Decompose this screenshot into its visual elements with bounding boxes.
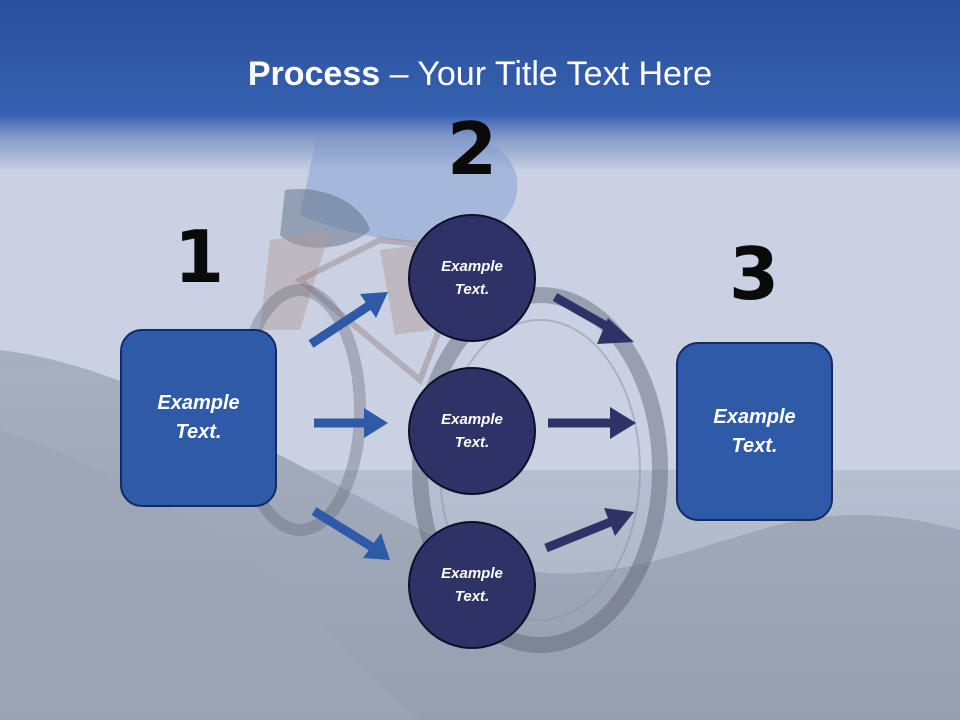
step-1-box: Example Text.: [120, 329, 277, 507]
circle-middle-text: Example Text.: [441, 411, 503, 451]
step-2-circle-bottom: Example Text.: [408, 521, 536, 649]
arrow-1-to-middle: [314, 408, 388, 438]
step-2-circle-middle: Example Text.: [408, 367, 536, 495]
header-band: [0, 0, 960, 170]
arrow-bottom-to-3: [544, 508, 634, 553]
arrow-top-to-3: [552, 293, 634, 344]
circle-top-text: Example Text.: [441, 258, 503, 298]
arrow-1-to-bottom: [311, 507, 390, 560]
step-number-3: 3: [728, 232, 780, 316]
arrow-1-to-top: [308, 292, 388, 348]
step-number-2: 2: [446, 107, 498, 191]
title-bold: Process: [247, 55, 381, 93]
title-rest: – Your Title Text Here: [380, 55, 713, 93]
circle-bottom-text: Example Text.: [441, 565, 503, 605]
step-2-circle-top: Example Text.: [408, 214, 536, 342]
step-1-text: Example Text.: [157, 392, 240, 443]
arrow-middle-to-3: [548, 407, 636, 439]
slide-title: Process – Your Title Text Here: [0, 52, 960, 96]
step-number-1: 1: [173, 215, 225, 299]
step-3-text: Example Text.: [713, 405, 796, 457]
step-3-box: Example Text.: [676, 342, 833, 521]
